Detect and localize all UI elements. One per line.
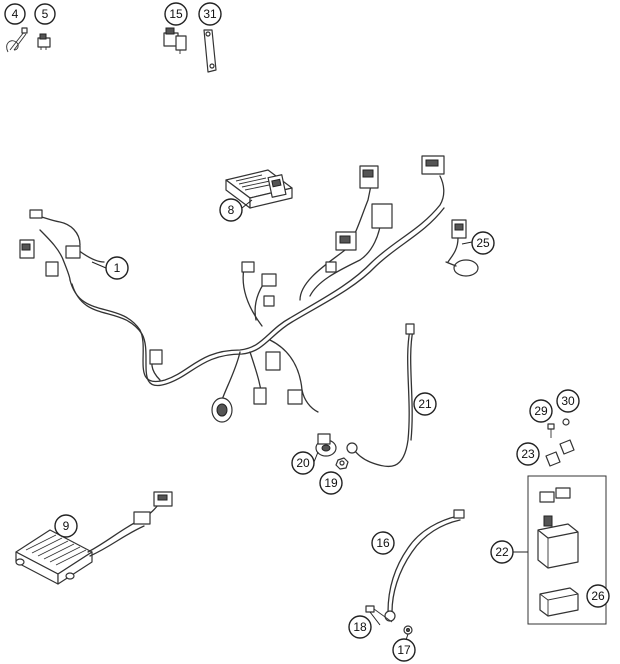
svg-text:23: 23 bbox=[521, 447, 535, 461]
svg-text:25: 25 bbox=[476, 236, 490, 250]
callout-23: 23 bbox=[516, 442, 540, 466]
nut-part bbox=[335, 457, 349, 470]
svg-text:30: 30 bbox=[561, 394, 575, 408]
small-screw-part bbox=[562, 418, 570, 426]
svg-text:15: 15 bbox=[169, 7, 183, 21]
ground-cable-part bbox=[346, 323, 415, 468]
svg-text:17: 17 bbox=[397, 643, 411, 657]
callout-19: 19 bbox=[319, 471, 343, 495]
screw-part bbox=[547, 423, 555, 438]
svg-text:5: 5 bbox=[42, 7, 49, 21]
svg-text:21: 21 bbox=[418, 397, 432, 411]
callout-22: 22 bbox=[490, 540, 514, 564]
svg-text:22: 22 bbox=[495, 545, 509, 559]
svg-text:4: 4 bbox=[12, 7, 19, 21]
callout-8: 8 bbox=[219, 198, 243, 222]
connector-housing-part bbox=[163, 27, 187, 54]
callout-20: 20 bbox=[291, 451, 315, 475]
sensor-part bbox=[445, 219, 479, 277]
voltage-regulator-part bbox=[15, 491, 173, 585]
callout-9: 9 bbox=[54, 514, 78, 538]
svg-text:1: 1 bbox=[114, 261, 121, 275]
main-wiring-harness bbox=[19, 155, 445, 423]
callout-1: 1 bbox=[105, 256, 129, 280]
speed-sensor-part bbox=[315, 433, 337, 457]
small-connector-part bbox=[37, 33, 51, 50]
callout-29: 29 bbox=[529, 399, 553, 423]
callout-17: 17 bbox=[392, 638, 416, 662]
svg-text:20: 20 bbox=[296, 456, 310, 470]
strap-part bbox=[203, 29, 217, 73]
rubber-grommet-parts bbox=[545, 439, 575, 467]
svg-text:8: 8 bbox=[228, 203, 235, 217]
callout-21: 21 bbox=[413, 392, 437, 416]
callout-25: 25 bbox=[471, 231, 495, 255]
battery-cable-part bbox=[384, 509, 465, 622]
svg-text:9: 9 bbox=[63, 519, 70, 533]
callout-31: 31 bbox=[198, 2, 222, 26]
svg-text:16: 16 bbox=[376, 536, 390, 550]
svg-text:29: 29 bbox=[534, 404, 548, 418]
callout-5: 5 bbox=[34, 3, 56, 25]
callout-4: 4 bbox=[4, 3, 26, 25]
svg-text:26: 26 bbox=[591, 589, 605, 603]
callout-18: 18 bbox=[348, 615, 372, 639]
callout-26: 26 bbox=[586, 584, 610, 608]
callout-15: 15 bbox=[164, 2, 188, 26]
svg-text:19: 19 bbox=[324, 476, 338, 490]
cable-tie-part bbox=[6, 27, 28, 53]
nut-washer-part bbox=[403, 625, 413, 635]
callout-16: 16 bbox=[371, 531, 395, 555]
svg-text:31: 31 bbox=[203, 7, 217, 21]
control-unit-part bbox=[225, 169, 293, 209]
relay-assembly-box bbox=[512, 475, 607, 625]
callout-30: 30 bbox=[556, 389, 580, 413]
svg-text:18: 18 bbox=[353, 620, 367, 634]
